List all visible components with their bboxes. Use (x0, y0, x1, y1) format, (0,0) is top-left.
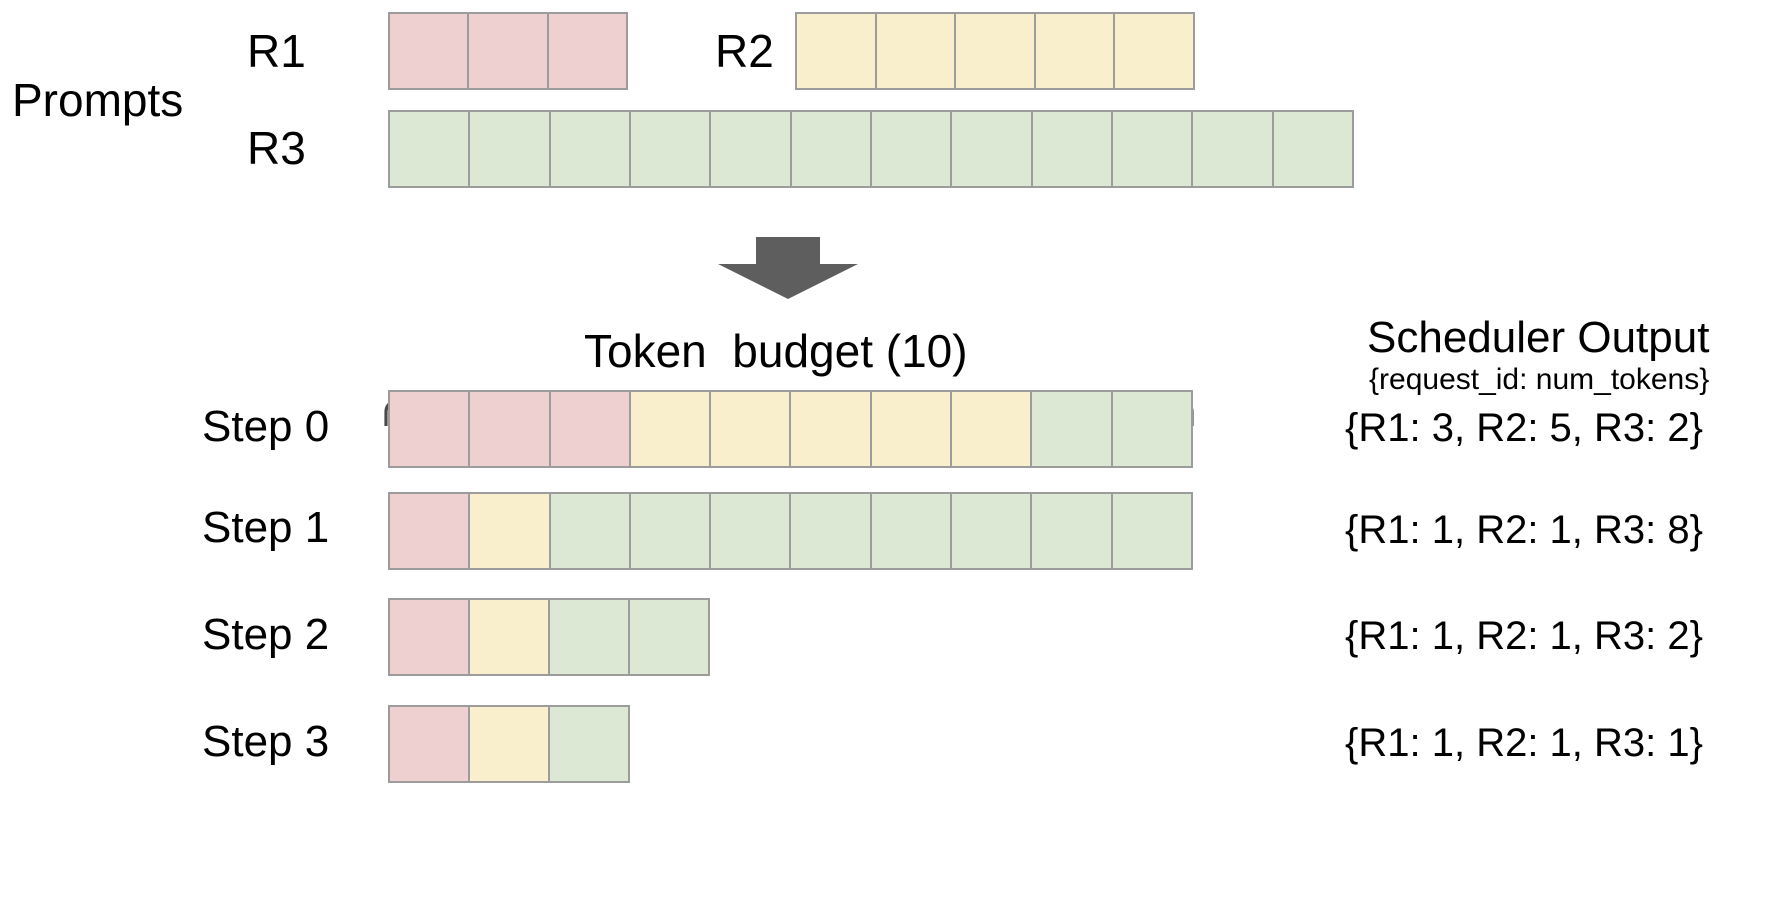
token-cell (390, 392, 471, 466)
token-cell (1193, 112, 1274, 186)
token-cell (1112, 494, 1191, 568)
step-label-3: Step 3 (202, 717, 330, 766)
prompt-tokens-r3 (388, 110, 1354, 188)
token-cell (791, 392, 872, 466)
token-cell (550, 600, 630, 674)
step-label-2: Step 2 (202, 610, 330, 659)
token-cell (952, 392, 1033, 466)
token-cell (1032, 392, 1113, 466)
token-cell (1035, 14, 1116, 88)
prompts-section-label: Prompts (12, 74, 184, 126)
token-cell (550, 707, 628, 781)
token-cell (470, 600, 550, 674)
token-cell (469, 14, 549, 88)
step-output-3: {R1: 1, R2: 1, R3: 1} (1345, 721, 1703, 765)
token-cell (390, 494, 471, 568)
token-cell (791, 112, 872, 186)
token-cell (952, 494, 1033, 568)
token-cell (711, 112, 792, 186)
request-label-r1: R1 (247, 25, 306, 77)
step-tokens-3 (388, 705, 630, 783)
token-cell (630, 112, 712, 186)
token-cell (390, 14, 470, 88)
token-cell (390, 600, 470, 674)
step-tokens-2 (388, 598, 710, 676)
token-cell (791, 494, 872, 568)
step-label-0: Step 0 (202, 402, 330, 451)
token-cell (630, 494, 712, 568)
token-cell (390, 112, 471, 186)
token-cell (548, 14, 626, 88)
token-cell (550, 392, 631, 466)
token-cell (871, 392, 953, 466)
token-cell (550, 112, 631, 186)
token-cell (1115, 14, 1193, 88)
token-cell (876, 14, 957, 88)
scheduler-output-heading: Scheduler Output (1367, 313, 1710, 362)
scheduler-output-subheading: {request_id: num_tokens} (1369, 363, 1710, 396)
token-cell (797, 14, 877, 88)
prompt-tokens-r1 (388, 12, 628, 90)
token-cell (871, 112, 953, 186)
prompt-tokens-r2 (795, 12, 1195, 90)
token-cell (1032, 494, 1113, 568)
token-cell (1273, 112, 1352, 186)
request-label-r3: R3 (247, 122, 306, 174)
token-cell (550, 494, 631, 568)
token-cell (470, 707, 550, 781)
token-cell (1112, 392, 1191, 466)
token-cell (711, 392, 792, 466)
token-cell (711, 494, 792, 568)
step-output-2: {R1: 1, R2: 1, R3: 2} (1345, 614, 1703, 658)
request-label-r2: R2 (715, 25, 774, 77)
step-output-0: {R1: 3, R2: 5, R3: 2} (1345, 406, 1703, 450)
step-tokens-0 (388, 390, 1193, 468)
token-cell (956, 14, 1036, 88)
token-cell (1112, 112, 1194, 186)
step-label-1: Step 1 (202, 503, 330, 552)
token-cell (470, 392, 551, 466)
token-budget-label: Token budget (10) (584, 325, 968, 377)
down-arrow-icon (718, 237, 858, 299)
token-cell (470, 494, 551, 568)
token-cell (630, 600, 708, 674)
token-cell (1032, 112, 1113, 186)
token-cell (952, 112, 1033, 186)
step-output-1: {R1: 1, R2: 1, R3: 8} (1345, 508, 1703, 552)
token-cell (871, 494, 953, 568)
token-cell (630, 392, 712, 466)
token-cell (390, 707, 470, 781)
step-tokens-1 (388, 492, 1193, 570)
token-cell (470, 112, 551, 186)
